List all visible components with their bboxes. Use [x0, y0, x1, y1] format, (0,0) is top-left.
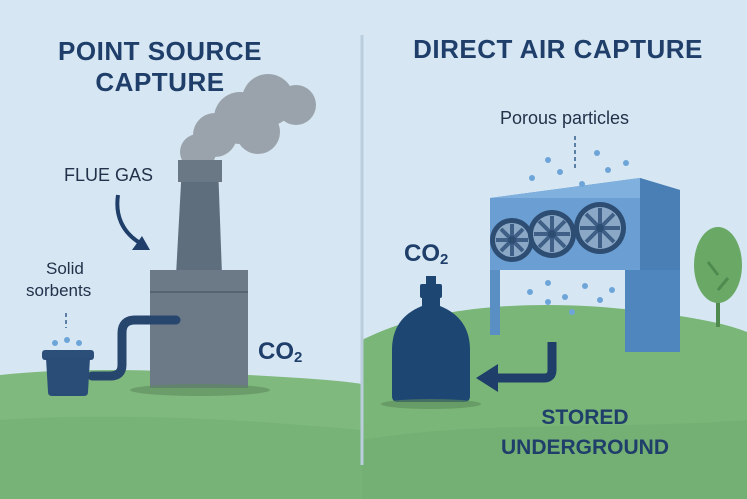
porous-particles-bottom — [527, 280, 615, 315]
left-co2-subscript: 2 — [294, 349, 303, 366]
storage-arrow-shaft — [495, 342, 557, 383]
left-title-line1: POINT SOURCE — [58, 36, 262, 66]
smoke-cloud — [180, 74, 316, 170]
left-title: POINT SOURCE CAPTURE — [40, 36, 280, 98]
factory-building — [150, 270, 248, 388]
dac-fan — [574, 202, 626, 254]
tank-valve-top — [426, 276, 436, 286]
tank-shadow — [381, 399, 481, 409]
left-co2-text: CO — [258, 338, 294, 365]
sorbent-container — [46, 358, 90, 396]
sorbent-label-line1: Solid — [46, 259, 84, 278]
chimney-cap — [178, 160, 222, 182]
stored-underground-label: STORED UNDERGROUND — [480, 403, 690, 463]
co2-tank — [392, 296, 470, 402]
sorbent-label: Solid sorbents — [26, 258, 91, 302]
dac-left-leg — [490, 270, 500, 335]
flue-gas-label: FLUE GAS — [64, 165, 154, 185]
left-ground-fore — [0, 416, 362, 499]
dac-right-block — [625, 270, 680, 352]
porous-particles-label: Porous particles — [500, 108, 630, 128]
stored-line1: STORED — [541, 406, 629, 429]
flue-gas-arrow-shaft — [115, 194, 142, 245]
right-title: DIRECT AIR CAPTURE — [413, 34, 703, 64]
sorbent-pipe — [87, 315, 181, 381]
tree-branches — [706, 261, 730, 291]
sorbent-container-lid — [42, 350, 94, 360]
stored-line2: UNDERGROUND — [501, 436, 669, 459]
left-title-line2: CAPTURE — [95, 67, 225, 97]
sorbent-label-line2: sorbents — [26, 281, 92, 300]
right-co2-subscript: 2 — [440, 251, 449, 268]
flue-gas-arrow-head — [132, 236, 150, 250]
storage-arrow-head — [476, 364, 498, 392]
factory-shadow — [130, 384, 270, 396]
dac-fan — [528, 210, 576, 258]
porous-particles-top — [529, 150, 629, 187]
sorbent-particles — [52, 337, 82, 346]
tank-valve — [420, 284, 442, 298]
chimney — [176, 165, 222, 275]
right-co2-text: CO — [404, 240, 440, 267]
dac-fan — [490, 218, 534, 262]
left-co2-label: CO2 — [258, 338, 302, 366]
dac-unit-right — [640, 178, 680, 280]
right-ground-fore — [362, 420, 747, 499]
tree-canopy — [694, 227, 742, 303]
right-co2-label: CO2 — [404, 240, 448, 268]
